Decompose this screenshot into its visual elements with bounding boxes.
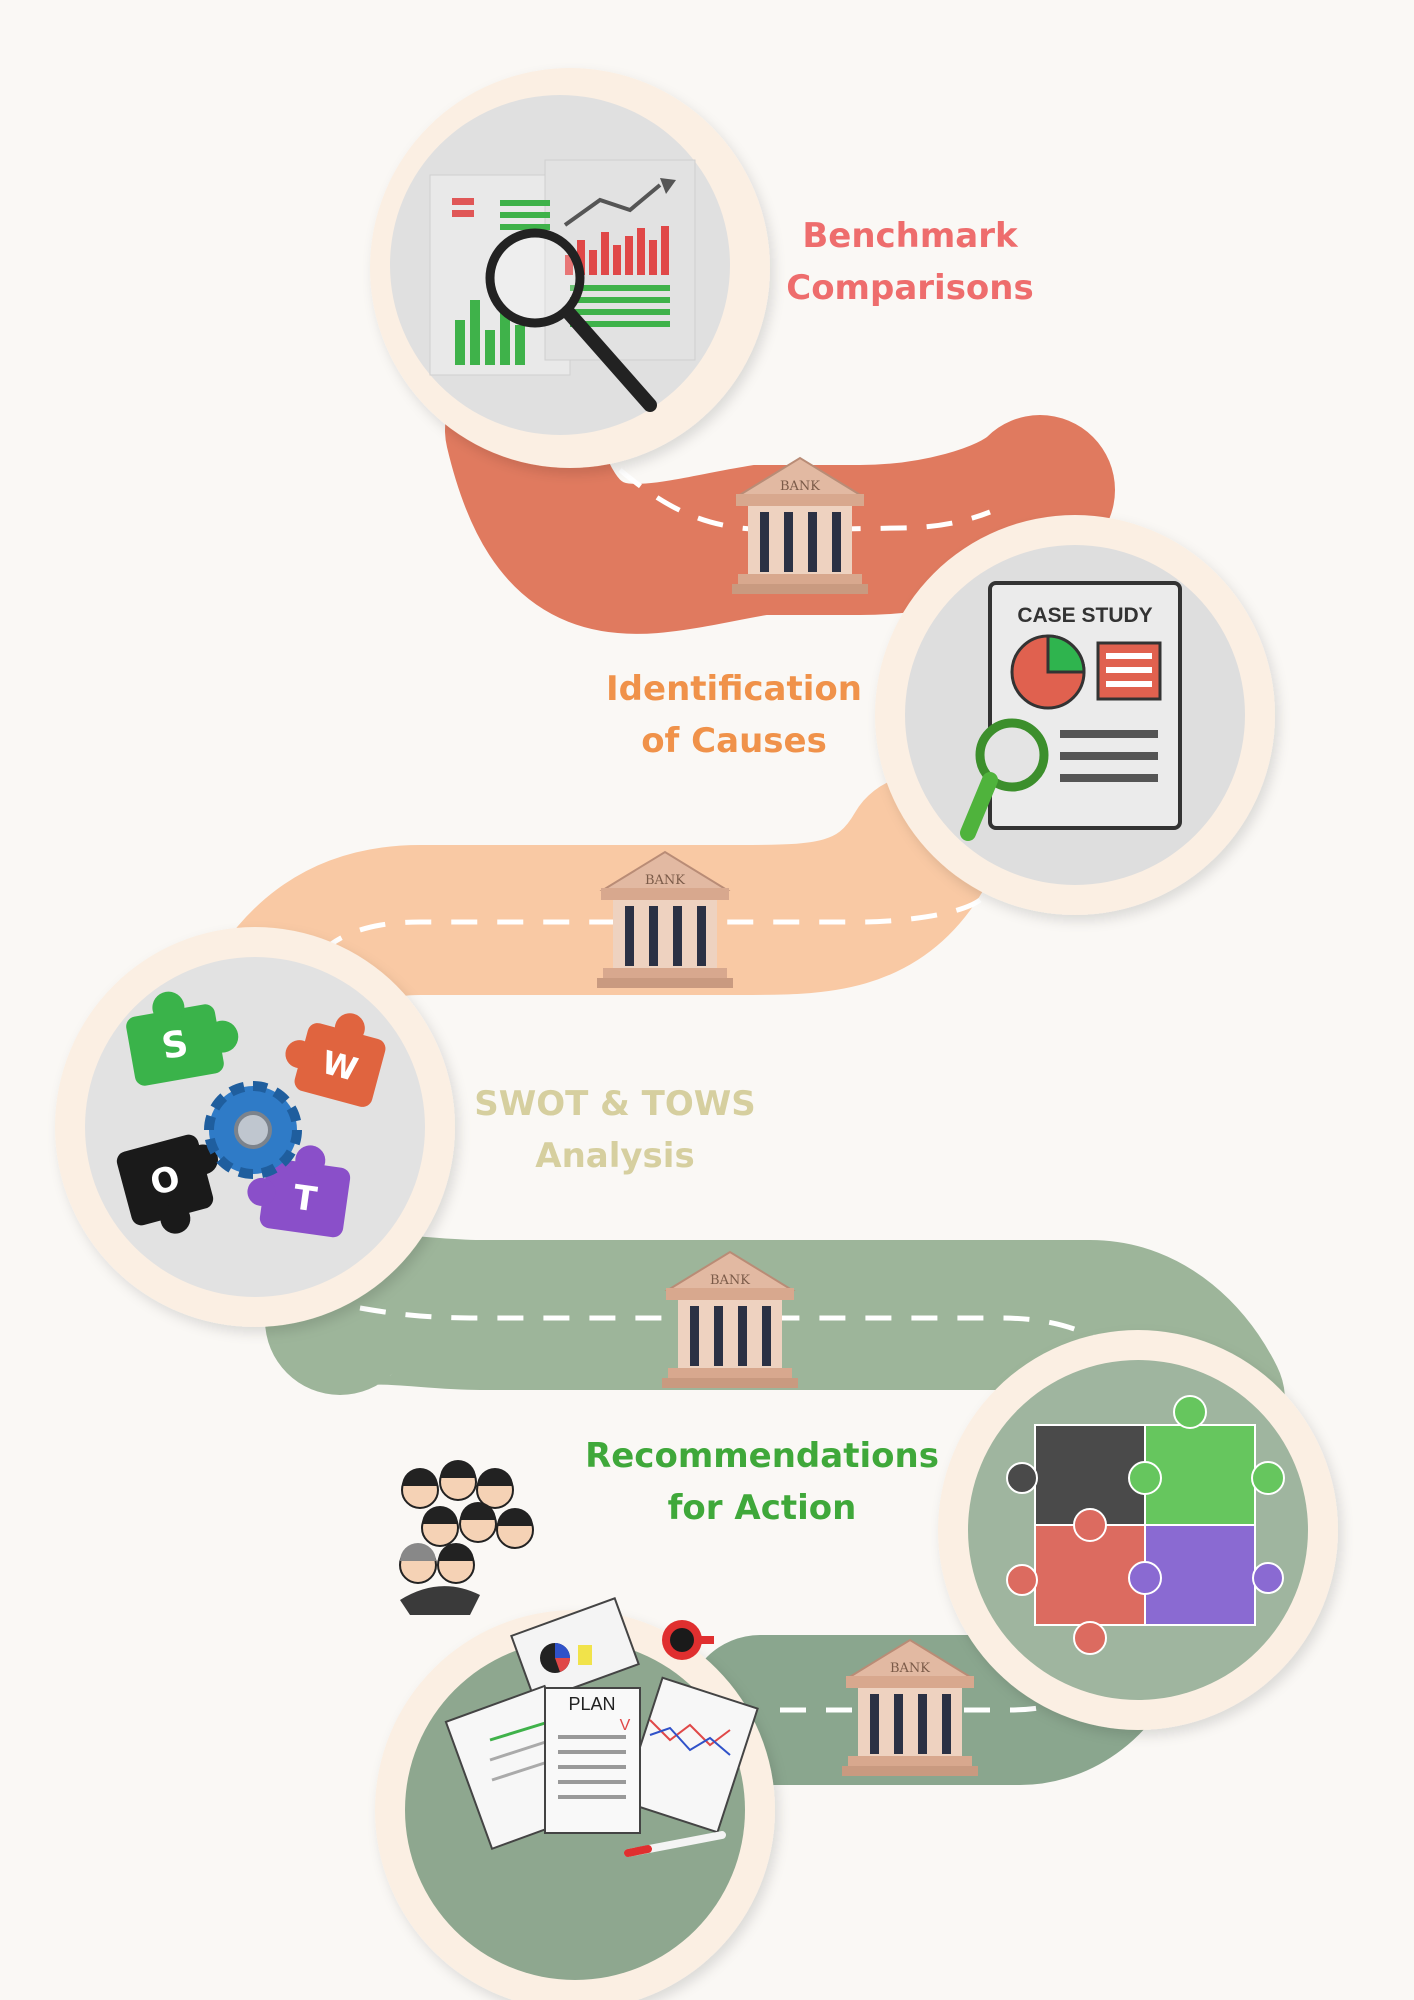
step-3-circle: S W O T: [55, 927, 455, 1327]
step-2-line-1: Identification: [606, 669, 862, 709]
step-2-circle: CASE STUDY: [875, 515, 1275, 915]
svg-text:CASE STUDY: CASE STUDY: [1017, 604, 1152, 627]
step-4-line-2: for Action: [667, 1488, 857, 1528]
cheering-crowd-icon: [399, 1460, 534, 1615]
svg-text:BANK: BANK: [780, 479, 820, 494]
svg-text:BANK: BANK: [710, 1273, 750, 1288]
step-1-circle: [370, 68, 770, 468]
step-1-label: Benchmark Comparisons: [760, 210, 1060, 314]
step-3-label: SWOT & TOWS Analysis: [465, 1078, 765, 1182]
road-segment-1: [445, 355, 1115, 634]
step-4-line-1: Recommendations: [585, 1436, 939, 1476]
step-1-line-1: Benchmark: [802, 216, 1018, 256]
svg-text:V: V: [620, 1717, 631, 1734]
step-2-label: Identification of Causes: [584, 663, 884, 767]
analytics-report-magnifier-icon: [429, 159, 696, 412]
swot-puzzle-gears-icon: S W O T: [116, 991, 386, 1238]
step-2-line-2: of Causes: [641, 721, 827, 761]
step-3-line-2: Analysis: [535, 1136, 695, 1176]
puzzle-pieces-icon: [1006, 1395, 1285, 1655]
step-4-label: Recommendations for Action: [575, 1430, 949, 1534]
svg-text:PLAN: PLAN: [568, 1694, 615, 1714]
case-study-document-icon: CASE STUDY: [960, 581, 1182, 841]
step-4-circle: [938, 1330, 1338, 1730]
bank-building-2: BANK: [596, 851, 734, 989]
bank-building-1: BANK: [731, 457, 869, 595]
step-5-circle: PLAN V: [375, 1597, 775, 2000]
bank-building-3: BANK: [661, 1251, 799, 1389]
step-3-line-1: SWOT & TOWS: [474, 1084, 756, 1124]
bank-building-4: BANK: [841, 1639, 979, 1777]
step-1-line-2: Comparisons: [786, 268, 1034, 308]
svg-text:BANK: BANK: [890, 1661, 930, 1676]
plan-documents-desk-icon: PLAN V: [444, 1597, 759, 1857]
svg-text:BANK: BANK: [645, 873, 685, 888]
